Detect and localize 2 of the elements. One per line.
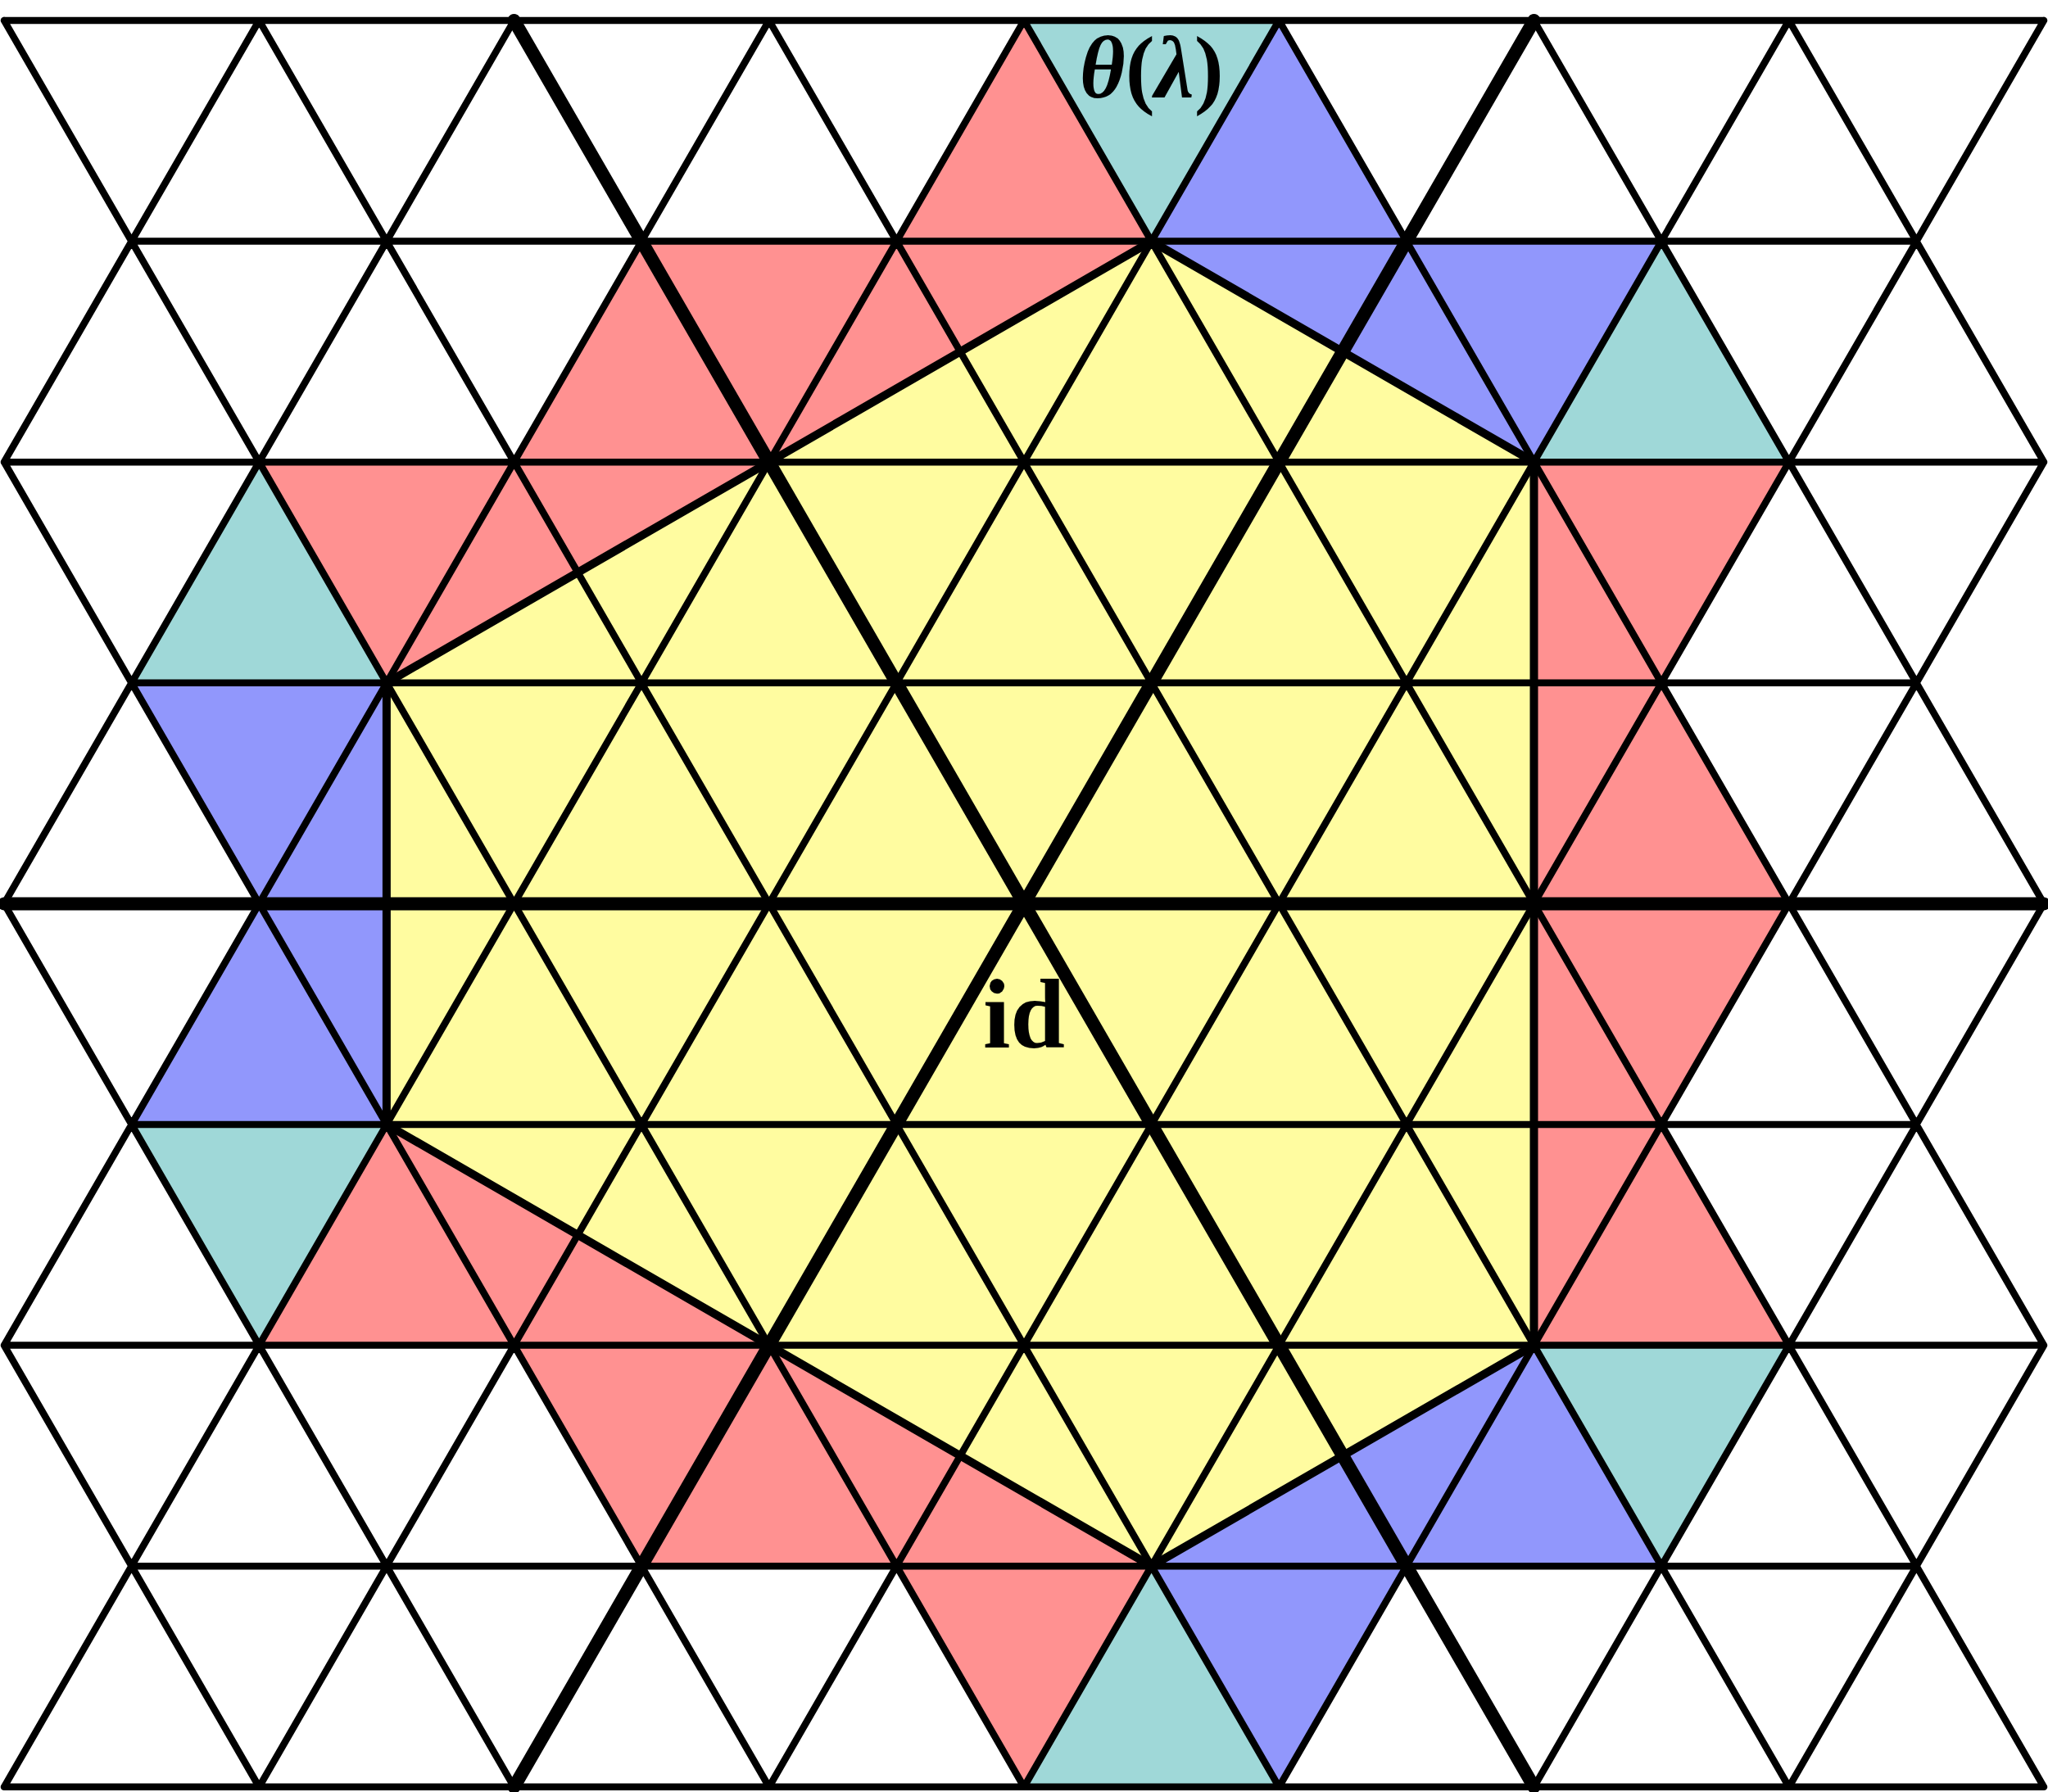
math-label: id — [981, 961, 1067, 1069]
math-label: θ(λ) — [1078, 20, 1225, 117]
